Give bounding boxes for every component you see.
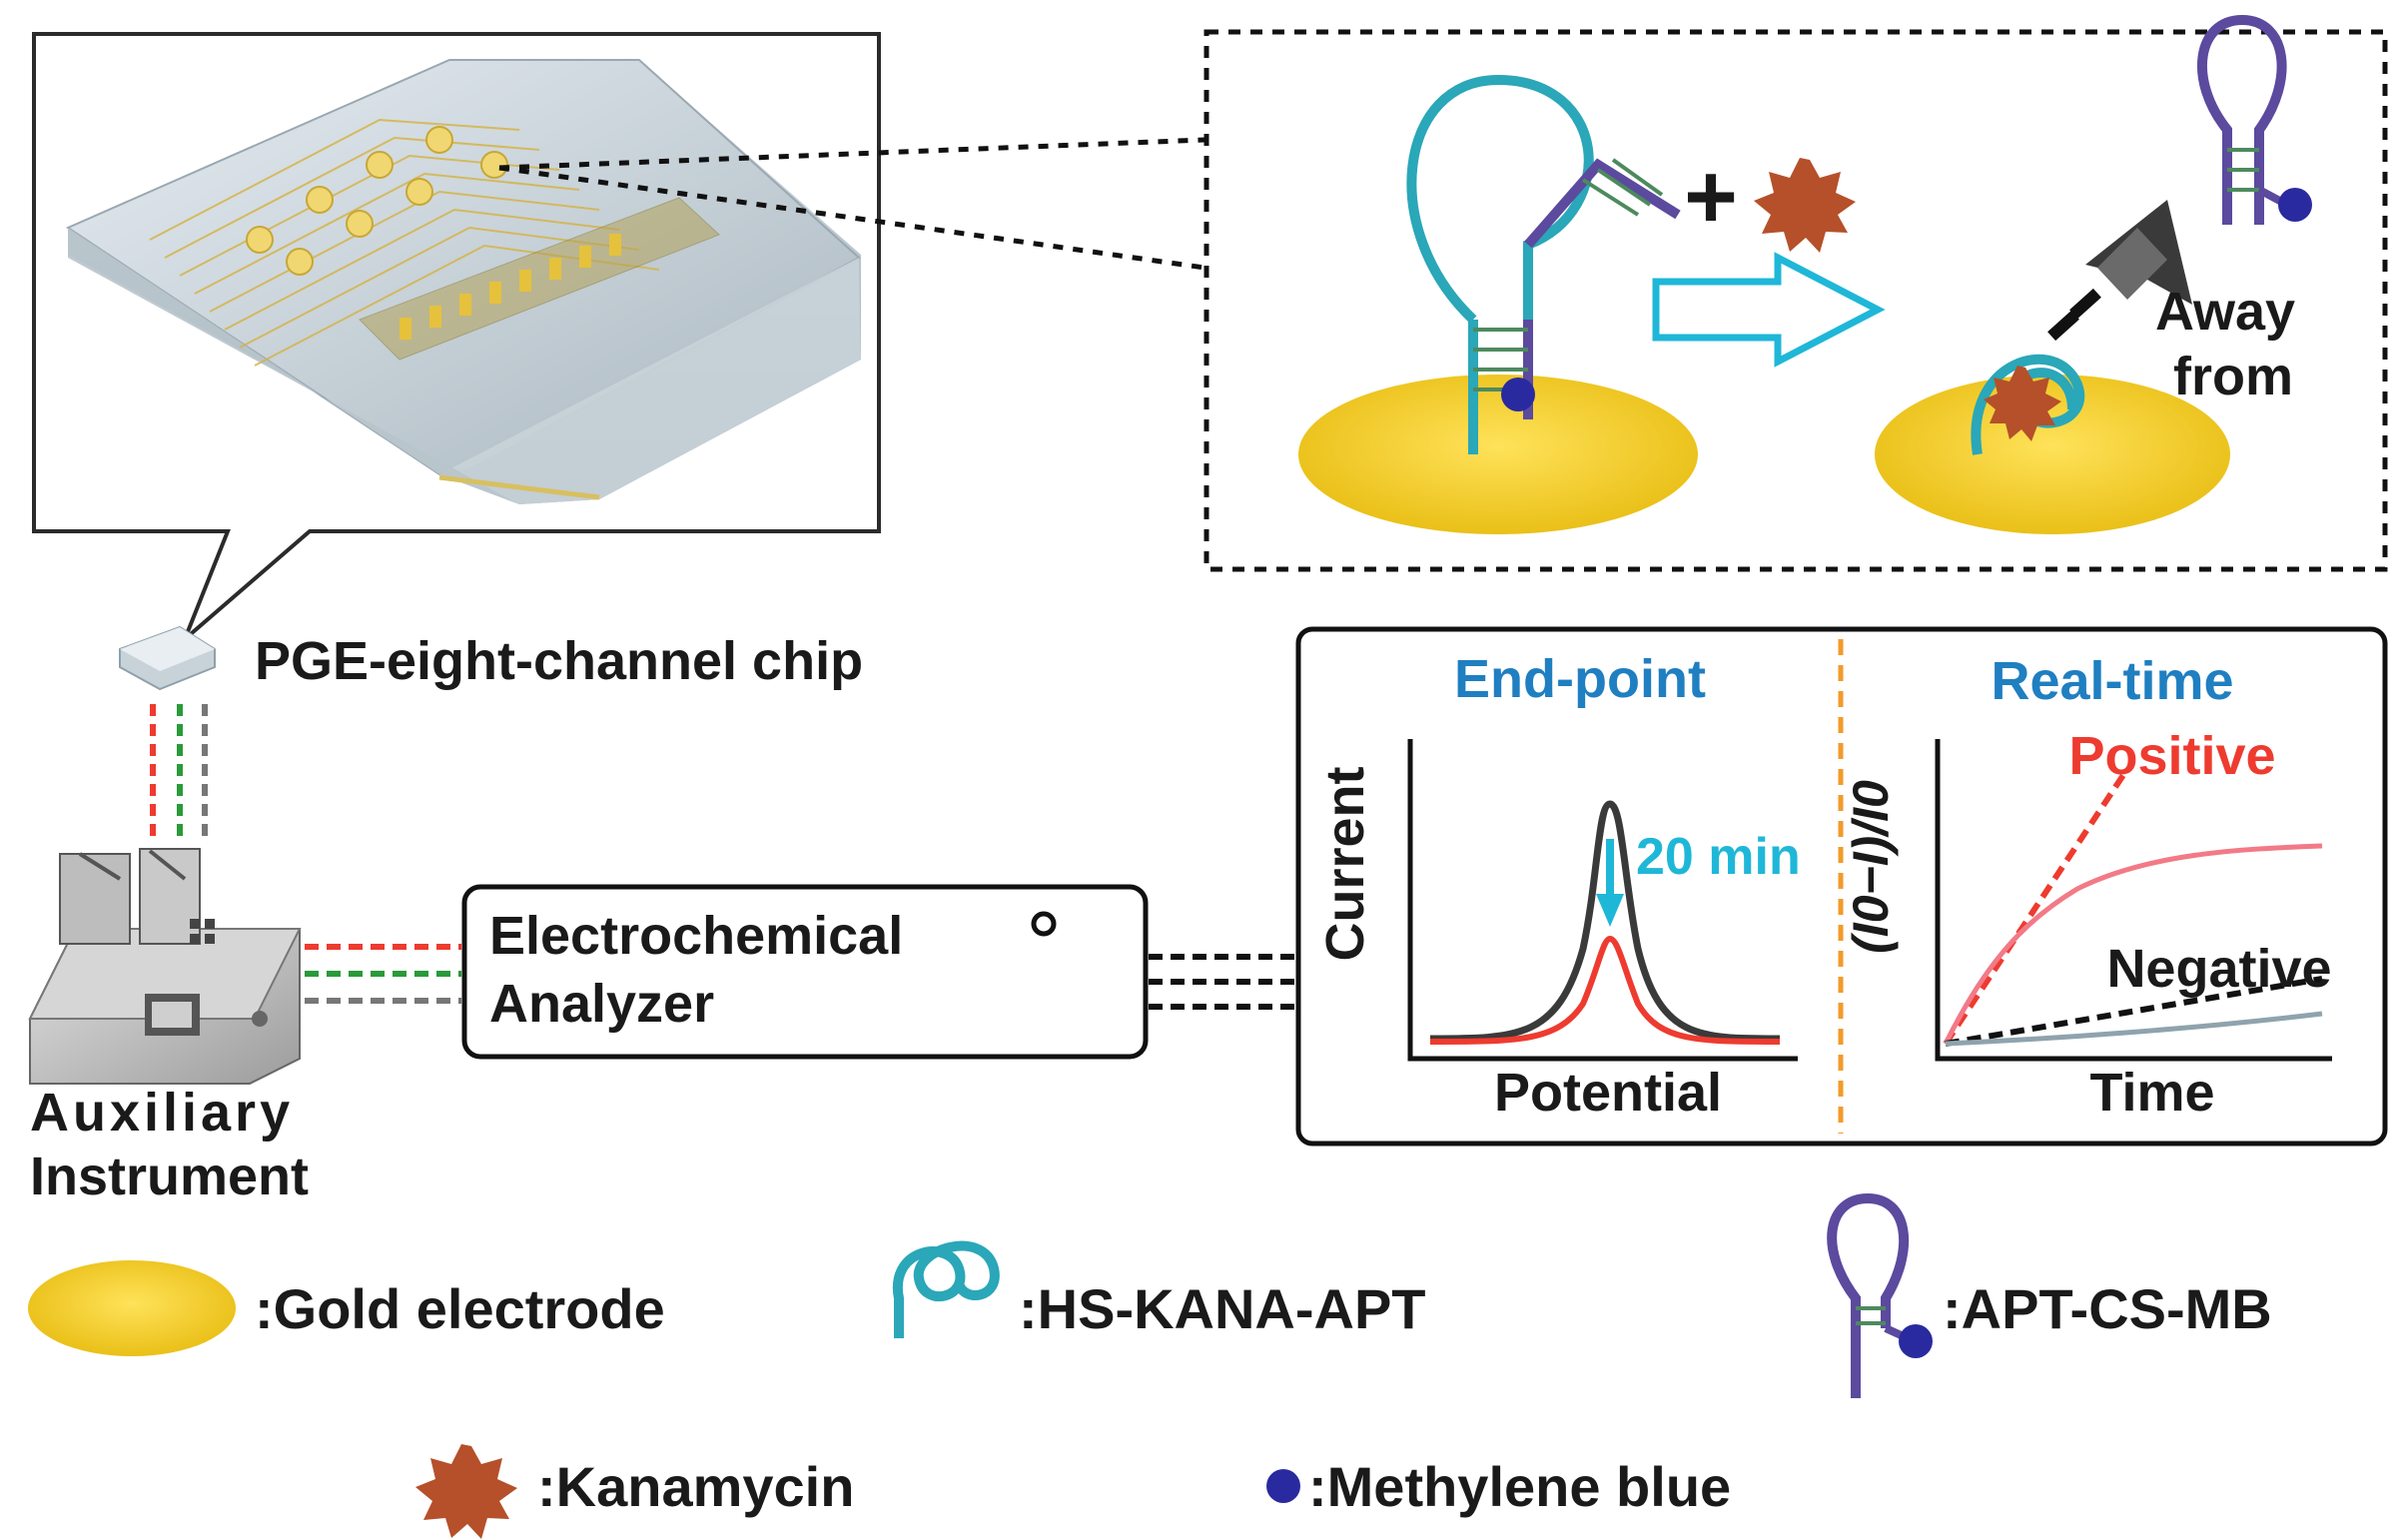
instrument-wires (305, 944, 461, 1004)
realtime-xlabel: Time (2089, 1063, 2214, 1123)
analyzer-indicator (1031, 911, 1057, 937)
endpoint-axes (1407, 739, 1798, 1062)
endpoint-title: End-point (1454, 649, 1706, 709)
endpoint-ylabel: Current (1315, 766, 1375, 961)
legend-gold-label: :Gold electrode (255, 1277, 665, 1340)
endpoint-curve-after (1429, 935, 1781, 1045)
endpoint-curve-initial (1429, 800, 1781, 1043)
methylene-blue-icon (1266, 1469, 1300, 1503)
endpoint-xlabel: Potential (1494, 1063, 1722, 1123)
realtime-negative-curve (1945, 1011, 2323, 1047)
realtime-negative-fit (1945, 976, 2323, 1047)
analyzer-label-line2: Analyzer (489, 974, 714, 1034)
kanamycin-icon (1754, 158, 1856, 253)
legend-mb-label: :Methylene blue (1308, 1455, 1731, 1518)
realtime-positive-label: Positive (2068, 726, 2275, 786)
analyzer-box (461, 884, 1149, 1060)
kanamycin-legend-icon (415, 1444, 517, 1539)
legend-gold-electrode: :Gold electrode (28, 1260, 665, 1356)
small-chip-icon (119, 625, 216, 691)
chip-wires (150, 704, 208, 841)
legend-cs-label: :APT-CS-MB (1943, 1277, 2272, 1340)
realtime-positive-curve (1943, 843, 2323, 1046)
chip-label: PGE-eight-channel chip (255, 631, 863, 691)
mechanism-after: Away from (1875, 14, 2312, 534)
legend-apt-label: :HS-KANA-APT (1019, 1277, 1426, 1340)
realtime-ylabel: (I0−I)/I0 (1843, 780, 1899, 954)
realtime-negative-label: Negative (2106, 939, 2331, 999)
realtime-positive-fit (1943, 767, 2130, 1046)
legend-methylene-blue: :Methylene blue (1266, 1455, 1731, 1518)
chip-callout (32, 32, 881, 641)
mechanism-before (1298, 74, 1698, 534)
legend-kana-label: :Kanamycin (537, 1455, 854, 1518)
gold-electrode-icon (28, 1260, 236, 1356)
instrument-label-line2: Instrument (30, 1147, 309, 1206)
endpoint-down-arrow (1596, 839, 1624, 927)
away-label-line1: Away (2155, 282, 2295, 342)
instrument-label-line1: Auxiliary (30, 1083, 294, 1143)
analyzer-label-line1: Electrochemical (489, 906, 903, 966)
auxiliary-instrument-image (28, 848, 302, 1085)
endpoint-annotation: 20 min (1636, 828, 1801, 886)
realtime-title: Real-time (1991, 651, 2233, 711)
plus-sign: + (1684, 146, 1738, 248)
zoom-leader-lines (498, 137, 1205, 271)
hs-kana-apt-icon (892, 1240, 1000, 1338)
legend-kanamycin: :Kanamycin (415, 1444, 854, 1539)
legend-apt-cs-mb: :APT-CS-MB (1827, 1192, 2272, 1398)
apt-cs-mb-icon (1827, 1192, 1933, 1398)
away-label-line2: from (2173, 347, 2293, 406)
legend-hs-kana-apt: :HS-KANA-APT (892, 1240, 1426, 1340)
realtime-axes (1935, 739, 2332, 1062)
analyzer-wires (1149, 954, 1294, 1010)
reaction-arrow (1652, 252, 1886, 368)
